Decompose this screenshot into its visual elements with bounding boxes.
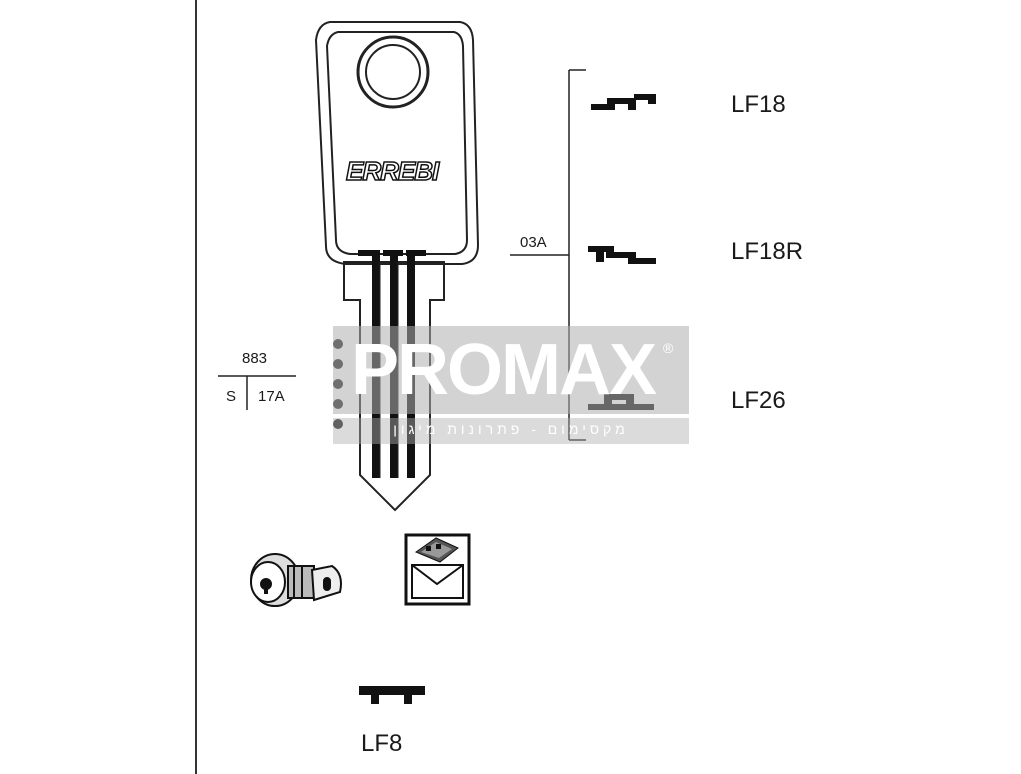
mailbox-icon: [404, 533, 471, 606]
profile-label-lf18r: LF18R: [731, 238, 804, 265]
promax-watermark: PROMAX ® מקסימום - פתרונות מיגון: [333, 326, 689, 446]
key-head: [314, 21, 480, 265]
profile-lf8-shape: [359, 686, 425, 704]
profile-label-lf26: LF26: [731, 387, 786, 414]
profile-label-lf18: LF18: [731, 91, 786, 118]
brand-logo: ERREBI: [345, 155, 440, 187]
cam-lock-icon: [250, 553, 342, 607]
key-ring-hole: [356, 35, 430, 109]
key-code-left: S: [226, 388, 237, 405]
profile-lf18r-shape: [588, 246, 656, 264]
key-code-right: 17A: [258, 388, 285, 405]
watermark-text: PROMAX: [351, 330, 657, 410]
profile-lf18-shape: [591, 94, 656, 110]
profile-label-lf8: LF8: [361, 730, 403, 757]
watermark-subtitle: מקסימום - פתרונות מיגון: [393, 421, 629, 437]
profile-group-label: 03A: [520, 234, 547, 251]
watermark-registered-mark: ®: [663, 340, 674, 356]
key-code-top: 883: [242, 350, 268, 367]
